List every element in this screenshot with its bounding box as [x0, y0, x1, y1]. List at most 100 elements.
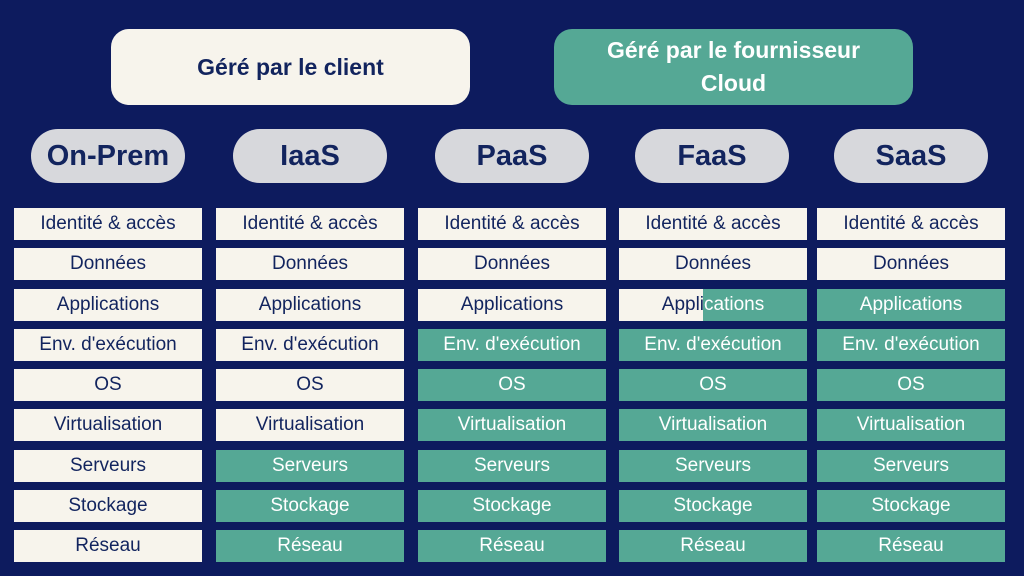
layer-cell-saas-os: OS — [817, 369, 1005, 401]
legend-provider-managed: Géré par le fournisseur Cloud — [554, 29, 913, 105]
column-header-saas: SaaS — [834, 129, 988, 183]
layer-label: Stockage — [68, 495, 148, 516]
layer-label: Réseau — [680, 535, 746, 556]
layer-label: Données — [271, 253, 349, 274]
layer-label: Serveurs — [872, 455, 950, 476]
layer-label: Identité & accès — [444, 213, 580, 234]
layer-label: OS — [498, 374, 526, 395]
layer-cell-faas-serveurs: Serveurs — [619, 450, 807, 482]
layer-cell-paas-identite-acces: Identité & accès — [418, 208, 606, 240]
layer-label: Identité & accès — [645, 213, 781, 234]
layer-label: Réseau — [878, 535, 944, 556]
layer-label: Virtualisation — [255, 414, 365, 435]
layer-cell-on-prem-identite-acces: Identité & accès — [14, 208, 202, 240]
layer-cell-saas-reseau: Réseau — [817, 530, 1005, 562]
layer-cell-faas-stockage: Stockage — [619, 490, 807, 522]
layer-cell-paas-env-d-execution: Env. d'exécution — [418, 329, 606, 361]
layer-cell-paas-serveurs: Serveurs — [418, 450, 606, 482]
layer-label: Stockage — [472, 495, 552, 516]
layer-cell-saas-stockage: Stockage — [817, 490, 1005, 522]
layer-cell-faas-os: OS — [619, 369, 807, 401]
layer-label-tail: cations — [704, 294, 765, 315]
layer-label: Données — [473, 253, 551, 274]
layer-label: Réseau — [277, 535, 343, 556]
layer-cell-saas-applications: Applications — [817, 289, 1005, 321]
layer-label: Virtualisation — [658, 414, 768, 435]
layer-label: Stockage — [270, 495, 350, 516]
layer-cell-faas-reseau: Réseau — [619, 530, 807, 562]
layer-label: Données — [872, 253, 950, 274]
layer-label: Applications — [258, 294, 362, 315]
layer-cell-paas-stockage: Stockage — [418, 490, 606, 522]
layer-cell-paas-donnees: Données — [418, 248, 606, 280]
layer-cell-iaas-virtualisation: Virtualisation — [216, 409, 404, 441]
layer-cell-on-prem-donnees: Données — [14, 248, 202, 280]
layer-label: Données — [69, 253, 147, 274]
layer-cell-on-prem-stockage: Stockage — [14, 490, 202, 522]
layer-label: OS — [296, 374, 324, 395]
layer-cell-on-prem-applications: Applications — [14, 289, 202, 321]
layer-label: Env. d'exécution — [241, 334, 379, 355]
layer-label: Stockage — [871, 495, 951, 516]
layer-cell-iaas-stockage: Stockage — [216, 490, 404, 522]
layer-label: Applications — [56, 294, 160, 315]
layer-label: Env. d'exécution — [842, 334, 980, 355]
layer-label: Données — [674, 253, 752, 274]
layer-cell-paas-os: OS — [418, 369, 606, 401]
layer-cell-faas-env-d-execution: Env. d'exécution — [619, 329, 807, 361]
layer-cell-on-prem-env-d-execution: Env. d'exécution — [14, 329, 202, 361]
layer-cell-on-prem-reseau: Réseau — [14, 530, 202, 562]
layer-cell-iaas-reseau: Réseau — [216, 530, 404, 562]
layer-cell-iaas-donnees: Données — [216, 248, 404, 280]
layer-cell-saas-virtualisation: Virtualisation — [817, 409, 1005, 441]
layer-cell-on-prem-os: OS — [14, 369, 202, 401]
layer-cell-saas-donnees: Données — [817, 248, 1005, 280]
layer-cell-paas-reseau: Réseau — [418, 530, 606, 562]
layer-label: Réseau — [479, 535, 545, 556]
layer-cell-saas-identite-acces: Identité & accès — [817, 208, 1005, 240]
layer-cell-saas-env-d-execution: Env. d'exécution — [817, 329, 1005, 361]
legend-client-managed: Géré par le client — [111, 29, 470, 105]
legend-client-label: Géré par le client — [197, 53, 384, 80]
layer-label: Serveurs — [69, 455, 147, 476]
layer-cell-paas-applications: Applications — [418, 289, 606, 321]
layer-cell-on-prem-serveurs: Serveurs — [14, 450, 202, 482]
column-header-paas: PaaS — [435, 129, 589, 183]
layer-cell-iaas-os: OS — [216, 369, 404, 401]
layer-label: Serveurs — [473, 455, 551, 476]
layer-label: OS — [94, 374, 122, 395]
column-header-iaas: IaaS — [233, 129, 387, 183]
column-header-faas: FaaS — [635, 129, 789, 183]
layer-label: Env. d'exécution — [443, 334, 581, 355]
layer-cell-iaas-serveurs: Serveurs — [216, 450, 404, 482]
layer-cell-iaas-env-d-execution: Env. d'exécution — [216, 329, 404, 361]
layer-label: Virtualisation — [53, 414, 163, 435]
layer-label: OS — [897, 374, 925, 395]
layer-label: Identité & accès — [40, 213, 176, 234]
layer-label: Identité & accès — [843, 213, 979, 234]
column-header-on-prem: On-Prem — [31, 129, 185, 183]
layer-label: Réseau — [75, 535, 141, 556]
layer-cell-iaas-applications: Applications — [216, 289, 404, 321]
layer-cell-iaas-identite-acces: Identité & accès — [216, 208, 404, 240]
layer-cell-on-prem-virtualisation: Virtualisation — [14, 409, 202, 441]
layer-label: OS — [699, 374, 727, 395]
legend-provider-label: Géré par le fournisseur Cloud — [606, 37, 861, 96]
layer-label: Applications — [859, 294, 963, 315]
layer-label-head: Appli — [661, 294, 705, 315]
layer-label: Serveurs — [674, 455, 752, 476]
layer-label: Applications — [460, 294, 564, 315]
layer-cell-faas-donnees: Données — [619, 248, 807, 280]
layer-label: Identité & accès — [242, 213, 378, 234]
layer-label: Serveurs — [271, 455, 349, 476]
layer-cell-faas-identite-acces: Identité & accès — [619, 208, 807, 240]
layer-label: Env. d'exécution — [39, 334, 177, 355]
layer-label: Virtualisation — [856, 414, 966, 435]
layer-cell-saas-serveurs: Serveurs — [817, 450, 1005, 482]
layer-label: Stockage — [673, 495, 753, 516]
layer-cell-paas-virtualisation: Virtualisation — [418, 409, 606, 441]
layer-label: Virtualisation — [457, 414, 567, 435]
layer-label: Env. d'exécution — [644, 334, 782, 355]
layer-cell-faas-virtualisation: Virtualisation — [619, 409, 807, 441]
